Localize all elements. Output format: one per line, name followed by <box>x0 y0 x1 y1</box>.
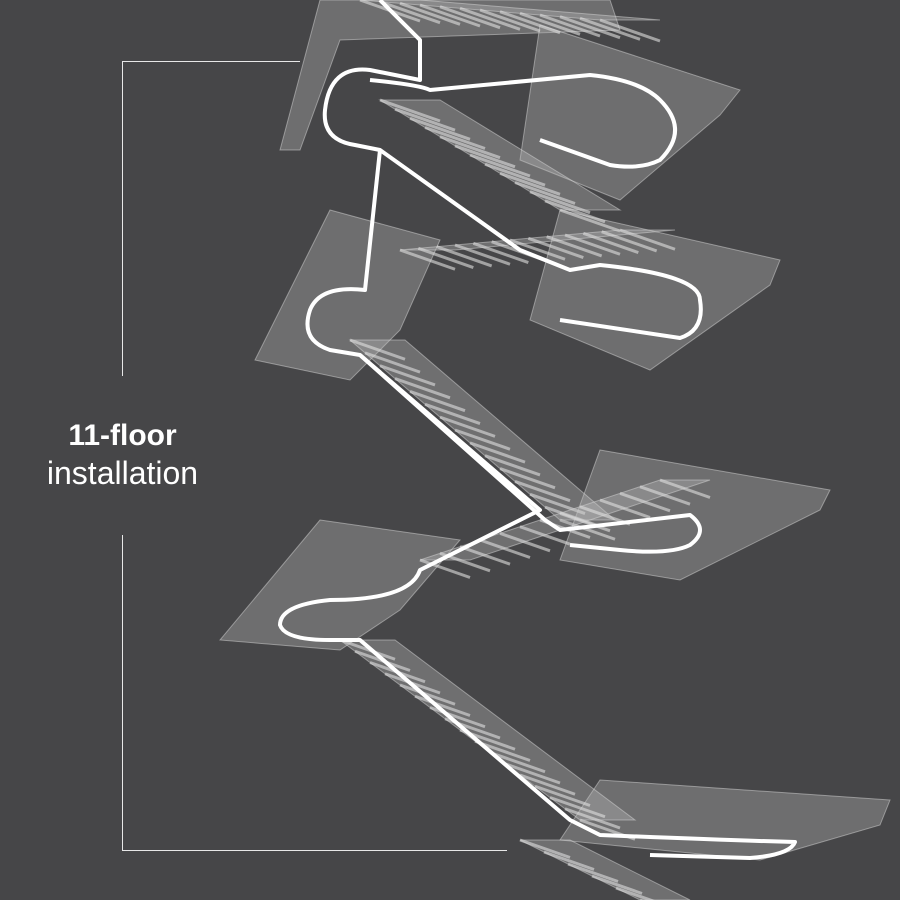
stair-step <box>534 784 591 807</box>
stair-step <box>619 491 671 513</box>
stair-step <box>519 525 571 546</box>
stair-step <box>579 16 641 41</box>
stair-step <box>417 246 474 269</box>
stair-step <box>519 838 571 859</box>
handrail <box>278 353 797 860</box>
stair-step <box>559 15 621 40</box>
stair-step <box>527 236 584 259</box>
stair-step <box>379 98 441 123</box>
stair-step <box>439 415 496 438</box>
stair-step <box>514 480 571 503</box>
stair-step <box>459 6 521 31</box>
landing <box>279 0 621 151</box>
stair-step <box>582 231 639 254</box>
stair-step <box>599 498 651 519</box>
stair-step <box>484 454 541 477</box>
bracket-bottom-vertical <box>122 535 123 850</box>
stair-step <box>514 181 576 205</box>
bracket-top-horizontal <box>122 61 300 62</box>
stair-step <box>414 694 471 717</box>
stair-step <box>601 230 658 253</box>
stair-step <box>559 511 611 533</box>
stair-step <box>519 11 581 36</box>
stair-step <box>549 796 606 819</box>
stair-step <box>419 558 471 579</box>
stair-step <box>394 107 456 132</box>
stair-step <box>409 116 471 141</box>
stair-step <box>484 162 546 187</box>
stair-step <box>499 531 551 553</box>
stair-step <box>659 478 711 499</box>
stair-step <box>439 135 501 160</box>
stair-step <box>479 8 541 33</box>
stair-step <box>504 762 561 785</box>
stair-step <box>399 1 461 26</box>
landing <box>559 779 891 861</box>
stair-step <box>499 10 561 35</box>
floor-count-caption: 11-floor installation <box>20 418 225 492</box>
handrail <box>305 149 702 554</box>
stair-step <box>419 3 481 28</box>
stair-step <box>499 171 561 196</box>
caption-subtitle: installation <box>46 455 199 491</box>
stair-step <box>454 243 511 266</box>
stair-step <box>339 638 396 661</box>
handrail <box>322 0 703 340</box>
stair-step <box>559 518 616 541</box>
stair-step <box>409 390 466 413</box>
stair-step <box>539 13 601 38</box>
stair-step <box>439 5 501 30</box>
stair-step <box>479 538 531 559</box>
stair-step <box>529 190 591 215</box>
stair-step <box>436 245 493 268</box>
stair-step <box>559 208 621 233</box>
stair-step <box>489 751 546 774</box>
stair-step <box>543 850 595 871</box>
stair-step <box>469 153 531 178</box>
stair-step <box>529 492 586 515</box>
landing <box>529 209 781 371</box>
stair-step <box>639 485 691 506</box>
stair-step <box>429 706 486 729</box>
stair-step <box>394 377 451 400</box>
bracket-bottom-horizontal <box>122 850 507 851</box>
stair-step <box>379 0 441 25</box>
stair-step <box>349 338 406 361</box>
stair-step <box>424 126 486 150</box>
stair-step <box>472 241 529 264</box>
stair-step <box>499 467 556 490</box>
stair-step <box>615 886 655 900</box>
stair-step <box>619 228 676 251</box>
stair-step <box>519 773 576 796</box>
stair-step <box>364 351 421 374</box>
bracket-top-vertical <box>122 61 123 376</box>
stair-step <box>454 428 511 451</box>
stair-flight <box>348 339 617 521</box>
stair-step <box>469 441 526 464</box>
handrail <box>369 73 677 169</box>
stair-step <box>567 862 619 883</box>
landing <box>519 24 741 201</box>
stair-step <box>599 18 661 43</box>
stair-step <box>379 364 436 387</box>
stair-step <box>454 144 516 169</box>
caption-title: 11-floor <box>68 419 177 452</box>
stair-step <box>591 874 643 895</box>
stair-step <box>509 238 566 261</box>
landing <box>219 519 461 651</box>
stair-step <box>424 402 481 425</box>
stair-step <box>399 248 456 271</box>
stair-step <box>544 199 606 224</box>
stair-step <box>564 233 621 256</box>
stair-step <box>564 807 621 830</box>
stair-step <box>546 235 603 258</box>
stair-step <box>459 545 511 566</box>
stair-step <box>399 683 456 706</box>
